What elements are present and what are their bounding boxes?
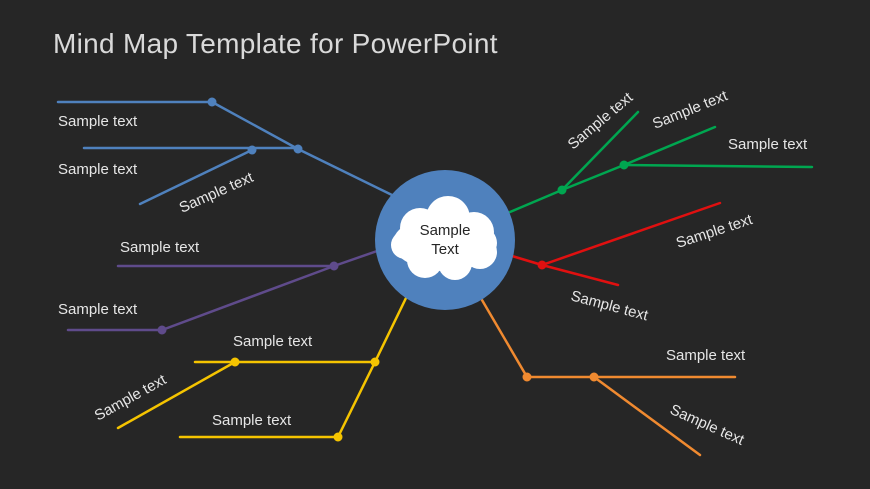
label-purple-2: Sample text <box>58 301 138 318</box>
node-dot <box>619 160 629 170</box>
node-dot <box>230 357 240 367</box>
label-red-1: Sample text <box>674 211 755 252</box>
connector <box>592 375 702 457</box>
node-dot <box>247 145 257 155</box>
connector <box>56 100 394 197</box>
label-red-2: Sample text <box>569 287 651 324</box>
node-dot <box>589 372 599 382</box>
connector <box>508 125 717 214</box>
node-dot <box>157 325 167 335</box>
slide-title: Mind Map Template for PowerPoint <box>53 28 498 59</box>
branch-purple <box>66 248 382 335</box>
label-blue-2: Sample text <box>58 161 138 178</box>
label-orange-2: Sample text <box>667 401 747 449</box>
label-yellow-1: Sample text <box>233 333 313 350</box>
node-dot <box>333 432 343 442</box>
node-dot <box>293 144 303 154</box>
label-orange-1: Sample text <box>666 347 746 364</box>
connector <box>138 148 254 206</box>
branch-yellow <box>116 296 408 442</box>
connector <box>66 248 382 332</box>
node-dot <box>522 372 532 382</box>
label-blue-1: Sample text <box>58 113 138 130</box>
cloud-shape <box>391 196 497 280</box>
label-purple-1: Sample text <box>120 239 200 256</box>
label-green-2: Sample text <box>650 87 731 133</box>
label-blue-3: Sample text <box>177 169 257 217</box>
label-green-1: Sample text <box>565 89 637 153</box>
connector <box>560 110 640 192</box>
connector <box>116 360 237 430</box>
connector <box>540 263 620 287</box>
branch-green <box>508 110 814 214</box>
center-text-line2: Text <box>431 241 459 258</box>
label-green-3: Sample text <box>728 136 808 153</box>
node-dot <box>537 260 547 270</box>
branch-orange <box>480 298 737 457</box>
node-dot <box>329 261 339 271</box>
label-yellow-2: Sample text <box>92 371 170 425</box>
node-dot <box>207 97 217 107</box>
branch-red <box>510 201 722 287</box>
node-dot <box>370 357 380 367</box>
label-yellow-3: Sample text <box>212 412 292 429</box>
branch-blue <box>56 97 394 206</box>
node-dot <box>557 185 567 195</box>
connector <box>622 163 814 169</box>
center-text-line1: Sample <box>420 222 471 239</box>
connector <box>178 296 408 439</box>
